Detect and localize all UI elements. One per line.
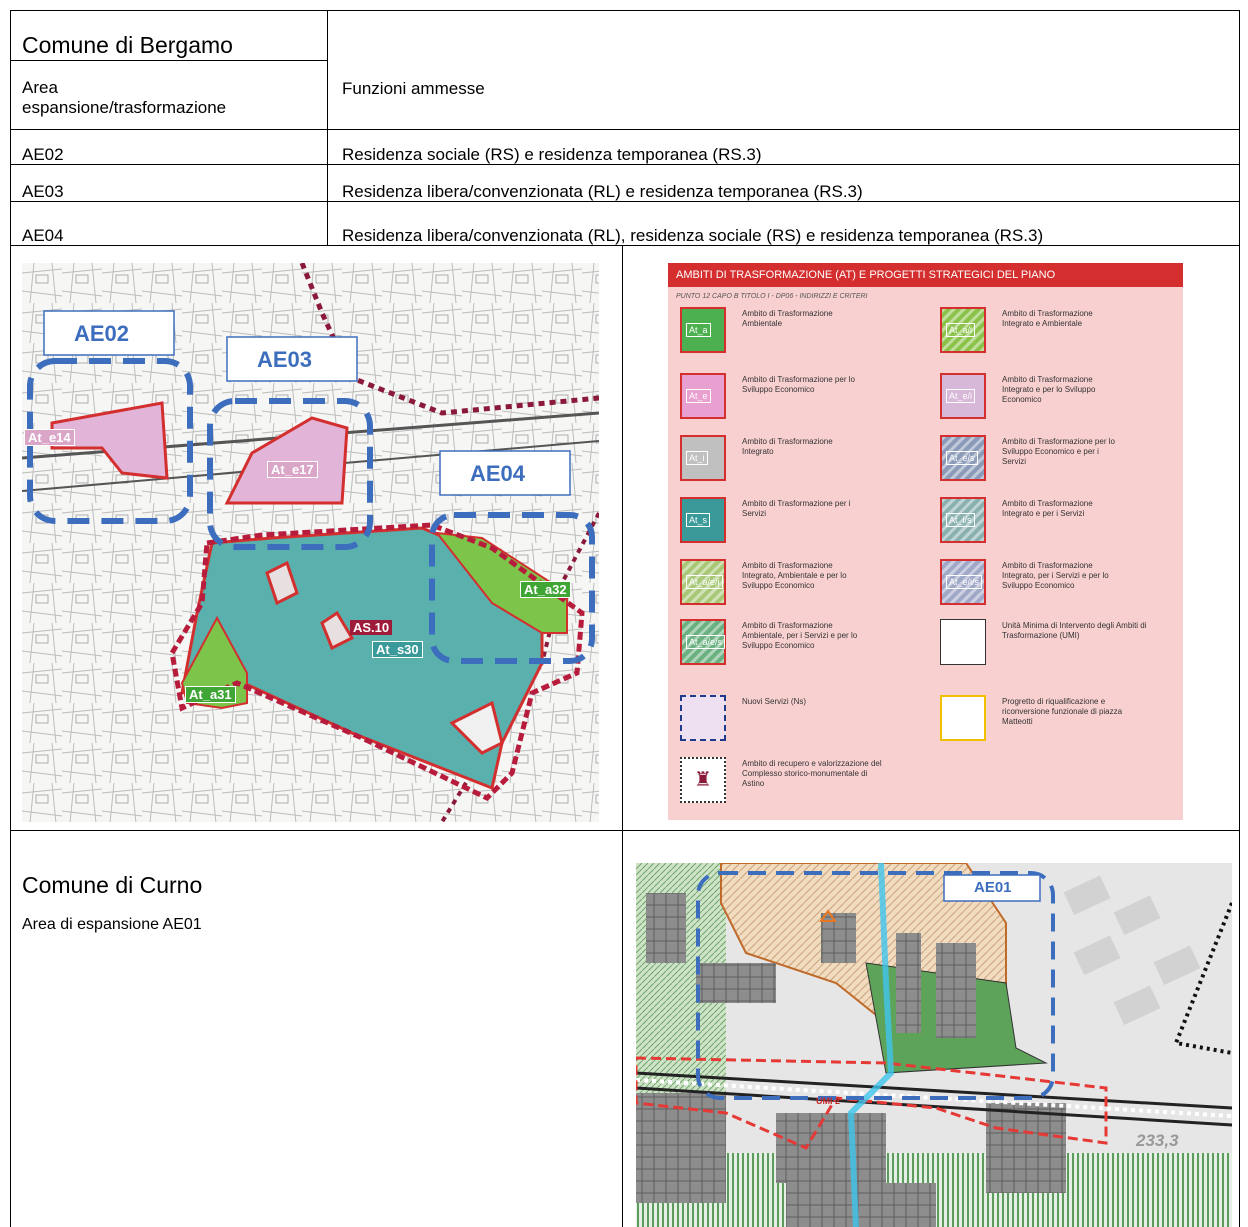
legend-swatch: At_e/i/s bbox=[940, 559, 986, 605]
row-funzioni-ae03: Residenza libera/convenzionata (RL) e re… bbox=[342, 182, 863, 201]
label-elevation: 233,3 bbox=[1136, 1131, 1179, 1150]
legend-desc: Ambito di Trasformazione Integrato e per… bbox=[1002, 375, 1096, 404]
ae03-box bbox=[207, 398, 373, 550]
legend-desc: Unità Minima di Intervento degli Ambiti … bbox=[1002, 621, 1147, 640]
legend-swatch: At_i/s bbox=[940, 497, 986, 543]
row-area-ae04: AE04 bbox=[22, 226, 64, 245]
ae04-box bbox=[429, 512, 595, 664]
legend-code: At_a/e/i bbox=[686, 575, 723, 589]
row-area-ae02: AE02 bbox=[22, 145, 64, 164]
legend-swatch: At_i bbox=[680, 435, 726, 481]
legend-code: At_a bbox=[686, 323, 711, 337]
label-ae04: AE04 bbox=[470, 461, 526, 486]
legend-desc: Nuovi Servizi (Ns) bbox=[742, 697, 807, 706]
legend-swatch: At_a/e/i bbox=[680, 559, 726, 605]
curno-map: AE01 UMI 2 233,3 bbox=[636, 863, 1232, 1227]
label-as10: AS.10 bbox=[350, 620, 393, 635]
header-funzioni: Funzioni ammesse bbox=[342, 79, 485, 98]
row-funzioni-ae04: Residenza libera/convenzionata (RL), res… bbox=[342, 226, 1044, 245]
legend-code: At_e/i/s bbox=[946, 575, 983, 589]
legend-desc: Progretto di riqualificazione e riconver… bbox=[1002, 697, 1123, 726]
label-at-a31: At_a31 bbox=[185, 686, 236, 703]
legend-desc: Ambito di Trasformazione per lo Sviluppo… bbox=[742, 375, 855, 394]
legend-swatch bbox=[940, 619, 986, 665]
legend-code: At_s bbox=[686, 513, 711, 527]
zone-at-e14 bbox=[50, 401, 169, 480]
castle-icon: ♜ bbox=[694, 769, 712, 791]
label-at-e14: At_e14 bbox=[24, 429, 75, 446]
legend-desc: Ambito di Trasformazione Integrato bbox=[742, 437, 833, 456]
legend-swatch: At_e/i bbox=[940, 373, 986, 419]
label-at-e17: At_e17 bbox=[267, 461, 318, 478]
ae02-box bbox=[27, 358, 193, 524]
legend-swatch bbox=[680, 695, 726, 741]
legend-code: At_e/i bbox=[946, 389, 976, 403]
legend-swatch bbox=[940, 695, 986, 741]
zone-at-e17 bbox=[224, 416, 349, 505]
legend-desc: Ambito di Trasformazione Integrato, per … bbox=[1002, 561, 1109, 590]
label-ae03: AE03 bbox=[257, 347, 313, 372]
legend-swatch: At_e/s bbox=[940, 435, 986, 481]
legend-subtitle: PUNTO 12 CAPO B TITOLO I - DP06 - INDIRI… bbox=[676, 293, 868, 300]
legend-swatch: At_e bbox=[680, 373, 726, 419]
label-umi2: UMI 2 bbox=[816, 1096, 841, 1106]
legend-code: At_a/e/s bbox=[686, 635, 726, 649]
bergamo-map: AE02 AE03 AE04 At_e14 At_e17 At_a32 AS.1… bbox=[22, 263, 599, 822]
zone-at-a31 bbox=[180, 615, 248, 710]
curno-subtitle: Area di espansione AE01 bbox=[22, 916, 202, 933]
legend-desc: Ambito di Trasformazione Ambientale bbox=[742, 309, 833, 328]
legend-title: AMBITI DI TRASFORMAZIONE (AT) E PROGETTI… bbox=[668, 263, 1183, 287]
label-ae01: AE01 bbox=[974, 879, 1012, 896]
legend-swatch: At_a bbox=[680, 307, 726, 353]
legend-desc: Ambito di recupero e valorizzazione del … bbox=[742, 759, 882, 788]
legend-code: At_a/i bbox=[946, 323, 976, 337]
map-legend: AMBITI DI TRASFORMAZIONE (AT) E PROGETTI… bbox=[668, 263, 1183, 820]
legend-code: At_i/s bbox=[946, 513, 975, 527]
legend-desc: Ambito di Trasformazione Integrato, Ambi… bbox=[742, 561, 847, 590]
legend-swatch: At_a/e/s bbox=[680, 619, 726, 665]
legend-swatch: At_s bbox=[680, 497, 726, 543]
legend-swatch: At_a/i bbox=[940, 307, 986, 353]
legend-desc: Ambito di Trasformazione Integrato e Amb… bbox=[1002, 309, 1093, 328]
zone-at-a32 bbox=[434, 531, 568, 634]
bergamo-title: Comune di Bergamo bbox=[22, 32, 233, 58]
legend-desc: Ambito di Trasformazione per lo Sviluppo… bbox=[1002, 437, 1115, 466]
row-area-ae03: AE03 bbox=[22, 182, 64, 201]
label-at-s30: At_s30 bbox=[372, 641, 423, 658]
legend-code: At_i bbox=[686, 451, 708, 465]
header-area: Area espansione/trasformazione bbox=[22, 78, 227, 117]
label-ae02: AE02 bbox=[74, 321, 130, 346]
legend-desc: Ambito di Trasformazione per i Servizi bbox=[742, 499, 851, 518]
legend-code: At_e bbox=[686, 389, 711, 403]
legend-swatch: ♜ bbox=[680, 757, 726, 803]
legend-desc: Ambito di Trasformazione Integrato e per… bbox=[1002, 499, 1093, 518]
label-at-a32: At_a32 bbox=[520, 581, 571, 598]
legend-code: At_e/s bbox=[946, 451, 978, 465]
row-funzioni-ae02: Residenza sociale (RS) e residenza tempo… bbox=[342, 145, 762, 164]
curno-title: Comune di Curno bbox=[22, 872, 203, 898]
legend-desc: Ambito di Trasformazione Ambientale, per… bbox=[742, 621, 858, 650]
